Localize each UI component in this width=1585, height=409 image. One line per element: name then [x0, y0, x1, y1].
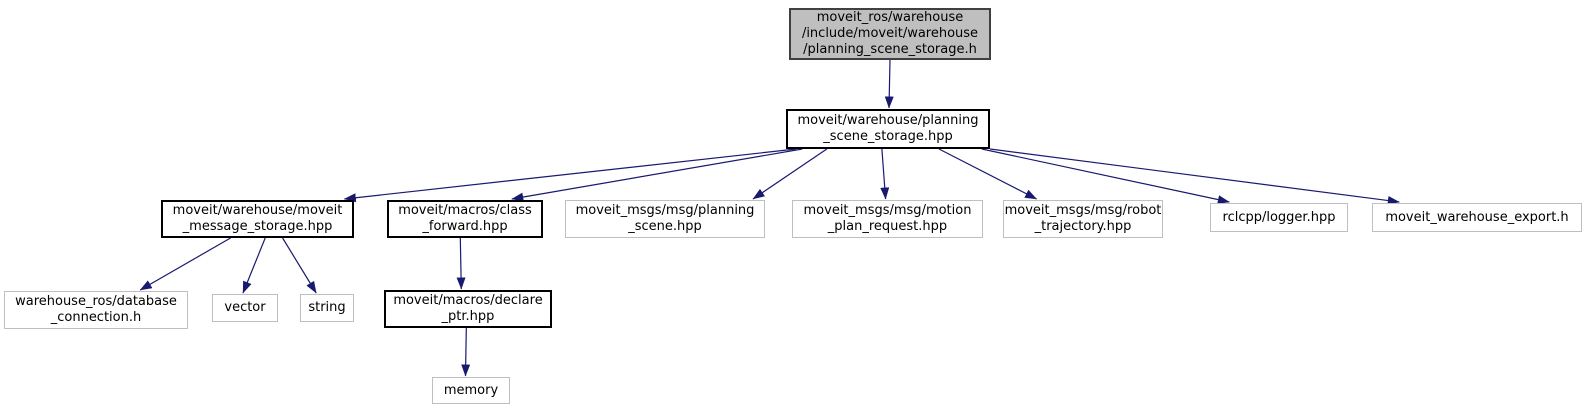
node-motion-plan-request-hpp: moveit_msgs/msg/motion _plan_request.hpp — [792, 200, 983, 238]
node-planning-scene-hpp: moveit_msgs/msg/planning _scene.hpp — [565, 200, 765, 238]
edge-planning_scene_storage_hpp-to-motion_plan_request_hpp — [880, 148, 890, 200]
node-declare-ptr-hpp[interactable]: moveit/macros/declare _ptr.hpp — [384, 290, 552, 328]
node-moveit-message-storage-hpp[interactable]: moveit/warehouse/moveit _message_storage… — [161, 200, 354, 238]
edge-planning_scene_storage_hpp-to-moveit_warehouse_export_h — [989, 148, 1400, 205]
edge-planning_scene_storage_hpp-to-moveit_message_storage_hpp — [343, 148, 797, 203]
edge-planning_scene_storage_h-to-planning_scene_storage_hpp — [884, 59, 894, 109]
node-robot-trajectory-hpp: moveit_msgs/msg/robot _trajectory.hpp — [1003, 200, 1163, 238]
node-string: string — [300, 294, 354, 322]
edge-planning_scene_storage_hpp-to-class_forward_hpp — [511, 148, 803, 202]
node-vector: vector — [212, 294, 278, 322]
node-moveit-warehouse-export-h: moveit_warehouse_export.h — [1372, 203, 1582, 232]
edge-declare_ptr_hpp-to-memory — [461, 327, 471, 377]
node-class-forward-hpp[interactable]: moveit/macros/class _forward.hpp — [387, 200, 543, 238]
node-planning-scene-storage-hpp[interactable]: moveit/warehouse/planning _scene_storage… — [786, 109, 990, 149]
edge-class_forward_hpp-to-declare_ptr_hpp — [456, 237, 466, 290]
edge-moveit_message_storage_hpp-to-vector — [242, 237, 266, 294]
node-database-connection-h: warehouse_ros/database _connection.h — [4, 291, 188, 329]
edge-planning_scene_storage_hpp-to-robot_trajectory_hpp — [938, 148, 1038, 200]
node-memory: memory — [432, 377, 510, 404]
node-rclcpp-logger-hpp: rclcpp/logger.hpp — [1210, 203, 1348, 232]
edge-planning_scene_storage_hpp-to-logger_hpp — [981, 148, 1230, 204]
edge-moveit_message_storage_hpp-to-string — [282, 237, 317, 294]
edge-moveit_message_storage_hpp-to-database_connection_h — [139, 237, 231, 291]
node-planning-scene-storage-h: moveit_ros/warehouse /include/moveit/war… — [789, 8, 991, 60]
edge-planning_scene_storage_hpp-to-planning_scene_hpp — [752, 148, 828, 200]
